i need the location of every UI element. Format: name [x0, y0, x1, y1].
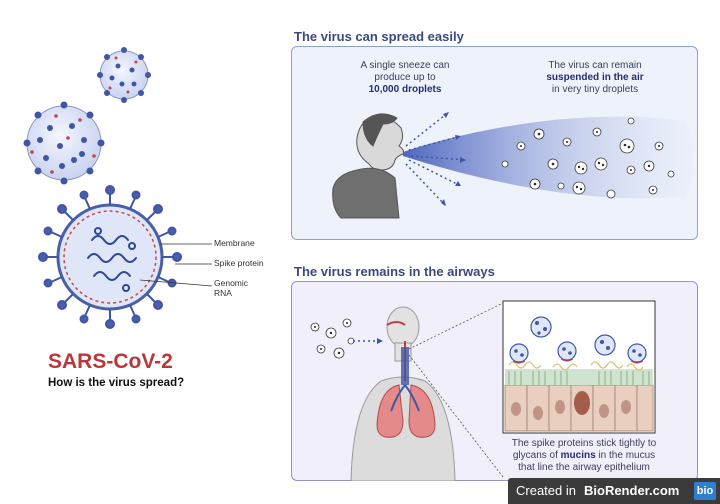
suspended-note-line1: The virus can remain	[548, 60, 642, 71]
label-spike-protein: Spike protein	[214, 258, 264, 268]
biorender-logo-icon: bio	[694, 482, 716, 500]
label-membrane: Membrane	[214, 238, 255, 248]
main-subtitle: How is the virus spread?	[48, 377, 185, 389]
airway-caption-line3: that line the airway epithelium	[518, 462, 650, 473]
sneeze-note-line1: A single sneeze can	[360, 60, 450, 71]
suspended-note: The virus can remain suspended in the ai…	[520, 60, 670, 96]
label-genomic: Genomic	[214, 278, 249, 288]
airway-caption-line2: glycans of mucins in the mucus	[512, 450, 656, 461]
virus-illustration	[23, 47, 213, 329]
sneeze-note-bold: 10,000 droplets	[368, 84, 442, 95]
airway-caption: The spike proteins stick tightly to glyc…	[486, 438, 682, 474]
section2-heading: The virus remains in the airways	[294, 264, 495, 279]
virus-cross-section	[38, 185, 213, 329]
suspended-note-line3: in very tiny droplets	[551, 84, 639, 95]
sneeze-note-line2: produce up to	[374, 72, 436, 83]
label-genomic-rna: Genomic RNA	[214, 278, 248, 298]
droplets	[501, 117, 675, 199]
virus-particle-medium	[23, 101, 105, 185]
inset-viruses	[509, 316, 647, 363]
biorender-badge[interactable]: Created in BioRender.com bio	[508, 478, 720, 504]
sneeze-note: A single sneeze can produce up to 10,000…	[340, 60, 470, 96]
main-title: SARS-CoV-2	[48, 350, 173, 373]
section1-heading: The virus can spread easily	[294, 29, 464, 44]
virus-particle-small	[97, 47, 151, 103]
suspended-note-bold: suspended in the air	[546, 72, 644, 83]
airway-illustration	[310, 300, 656, 481]
badge-prefix: Created in	[516, 483, 576, 498]
badge-brand: BioRender.com	[584, 483, 680, 498]
sneezing-person	[332, 113, 404, 219]
sneeze-illustration	[332, 111, 694, 219]
label-rna: RNA	[214, 288, 232, 298]
airway-caption-line1: The spike proteins stick tightly to	[511, 438, 657, 449]
